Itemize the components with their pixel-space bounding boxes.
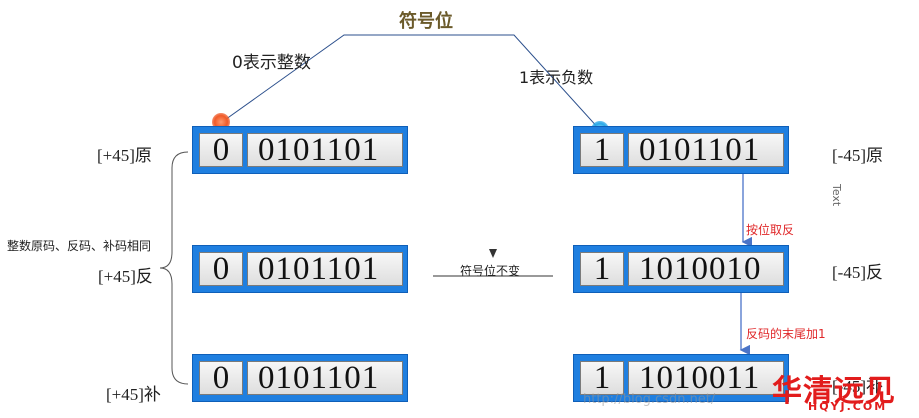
- sign-bit-cell: 0: [199, 133, 243, 167]
- magnitude-cell: 0101101: [247, 361, 403, 395]
- sign-bit-cell: 0: [199, 361, 243, 395]
- pos-ones-label: [+45]反: [98, 267, 153, 286]
- pos-ones-box: 0 0101101: [192, 245, 408, 293]
- sign-bit-cell: 1: [580, 252, 624, 286]
- left-brace: [159, 151, 189, 385]
- pos-original-label: [+45]原: [97, 146, 152, 165]
- magnitude-cell: 1010011: [628, 361, 784, 395]
- one-means-negative-note: 1表示负数: [519, 68, 594, 87]
- pos-twos-box: 0 0101101: [192, 354, 408, 402]
- zero-means-positive-note: 0表示整数: [232, 53, 311, 73]
- middle-marker-icon: [489, 249, 497, 258]
- sign-bit-connector: [221, 34, 601, 131]
- invert-label: 按位取反: [746, 223, 795, 237]
- neg-original-label: [-45]原: [832, 146, 883, 165]
- magnitude-cell: 1010010: [628, 252, 784, 286]
- side-note: 整数原码、反码、补码相同: [7, 239, 152, 253]
- pos-twos-label: [+45]补: [106, 385, 161, 404]
- brand-logo: 华清远见: [772, 374, 896, 409]
- sign-unchanged-note: 符号位不变: [460, 264, 521, 278]
- neg-twos-box: 1 1010011: [573, 354, 789, 402]
- pos-original-box: 0 0101101: [192, 126, 408, 174]
- text-placeholder: Text: [830, 184, 843, 207]
- neg-twos-label: [-45]补: [832, 377, 883, 396]
- watermark-url: http://blog.csdn.net/: [583, 392, 716, 407]
- sign-bit-cell: 1: [580, 361, 624, 395]
- magnitude-cell: 0101101: [247, 133, 403, 167]
- neg-ones-label: [-45]反: [832, 263, 883, 282]
- magnitude-cell: 0101101: [628, 133, 784, 167]
- neg-ones-box: 1 1010010: [573, 245, 789, 293]
- sign-bit-cell: 1: [580, 133, 624, 167]
- neg-original-box: 1 0101101: [573, 126, 789, 174]
- magnitude-cell: 0101101: [247, 252, 403, 286]
- add-one-label: 反码的末尾加1: [746, 327, 826, 341]
- sign-bit-cell: 0: [199, 252, 243, 286]
- brand-domain: HQYJ.COM: [808, 400, 888, 413]
- sign-bit-title: 符号位: [399, 11, 453, 32]
